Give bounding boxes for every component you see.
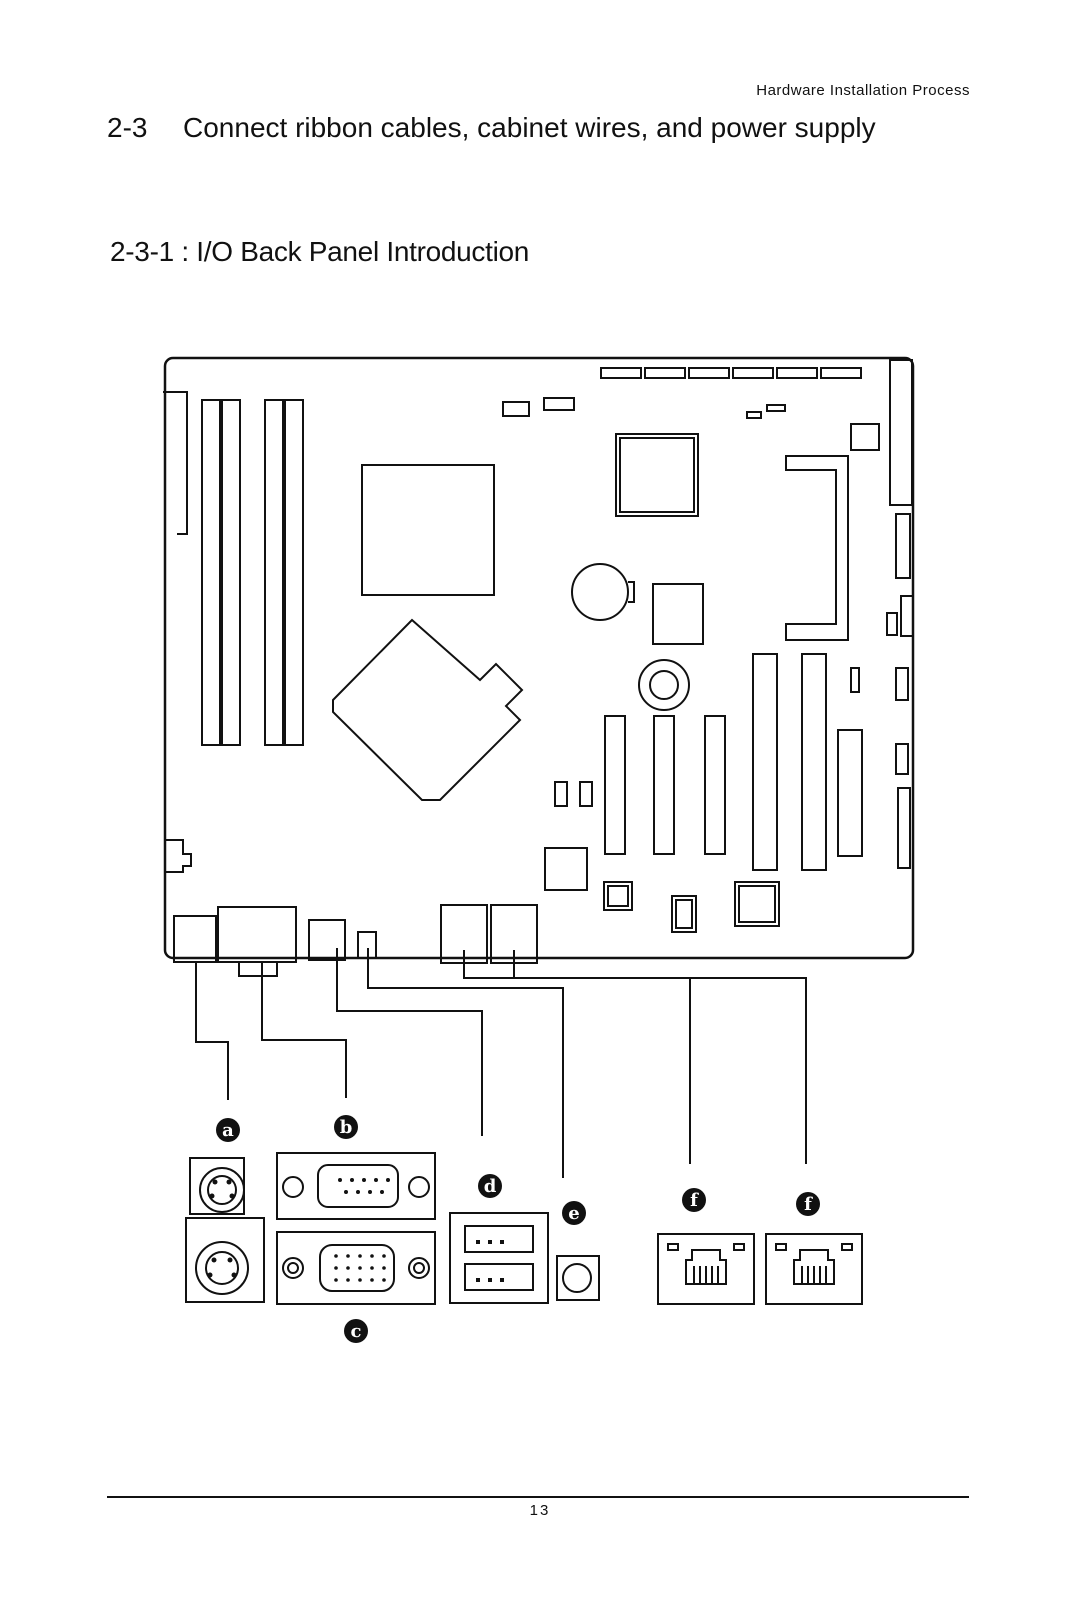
usb-ports: [449, 1212, 549, 1304]
leader-lines: [195, 948, 807, 1178]
page-number: 13: [529, 1502, 551, 1519]
callout-f-2: f: [796, 1192, 820, 1216]
section-title: Connect ribbon cables, cabinet wires, an…: [183, 112, 876, 143]
svg-text:d: d: [484, 1176, 497, 1197]
svg-text:c: c: [351, 1321, 362, 1342]
callout-c: c: [344, 1319, 368, 1343]
subsection-heading: 2-3-1 : I/O Back Panel Introduction: [110, 236, 530, 267]
svg-text:f: f: [804, 1194, 813, 1215]
section-heading: 2-3 Connect ribbon cables, cabinet wires,…: [107, 112, 876, 144]
running-header: Hardware Installation Process: [756, 82, 970, 99]
section-number: 2-3: [107, 112, 148, 143]
serial-vga-ports: [276, 1152, 436, 1305]
lan-ports: [657, 1233, 863, 1305]
callout-a: a: [216, 1118, 240, 1142]
svg-text:b: b: [340, 1117, 353, 1138]
svg-text:f: f: [690, 1190, 699, 1211]
callout-b: b: [334, 1115, 358, 1139]
callout-f-1: f: [682, 1188, 706, 1212]
callout-e: e: [562, 1201, 586, 1225]
callout-markers: a b c d e f f: [216, 1115, 820, 1343]
footer-rule: [107, 1496, 969, 1498]
svg-text:e: e: [568, 1203, 579, 1224]
motherboard-diagram: [163, 356, 915, 977]
audio-jack: [556, 1255, 600, 1301]
ps2-ports: [185, 1157, 265, 1303]
callout-d: d: [478, 1174, 502, 1198]
svg-text:a: a: [222, 1120, 234, 1141]
